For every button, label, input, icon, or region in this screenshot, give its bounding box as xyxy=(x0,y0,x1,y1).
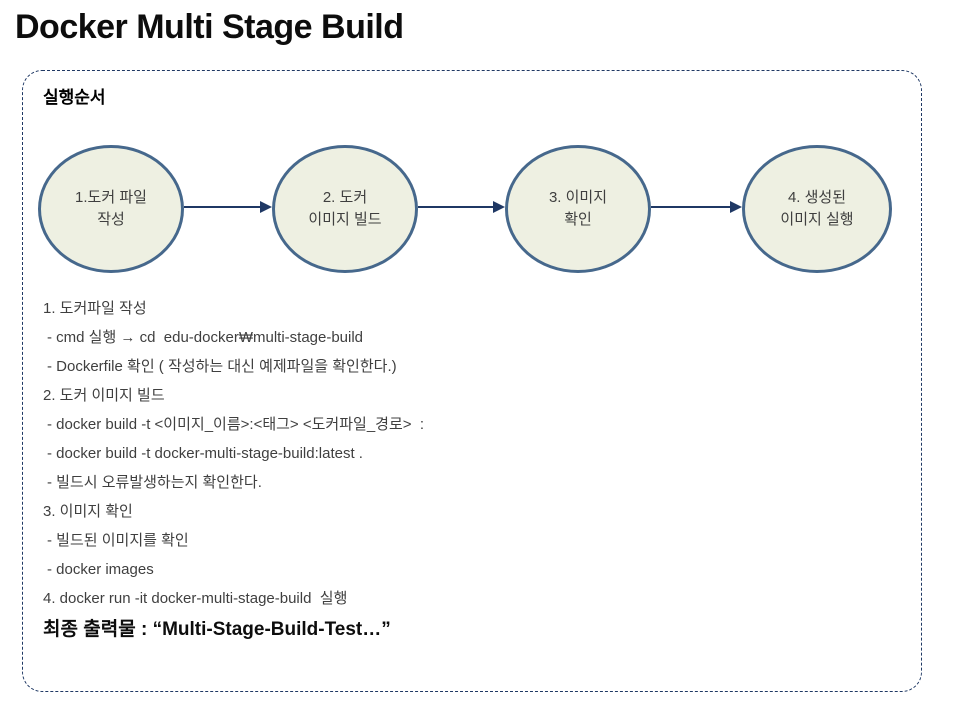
flow-step-1-label: 1.도커 파일 작성 xyxy=(75,189,147,228)
instruction-line: 2. 도커 이미지 빌드 xyxy=(43,387,165,404)
instruction-line: - cmd 실행 → cd edu-docker₩multi-stage-bui… xyxy=(47,329,364,346)
instruction-line: - 빌드시 오류발생하는지 확인한다. xyxy=(47,474,262,491)
panel-heading: 실행순서 xyxy=(43,88,106,107)
flow-step-4-label: 4. 생성된 이미지 실행 xyxy=(780,189,854,228)
flow-arrow-icon xyxy=(418,201,505,213)
instruction-line: 1. 도커파일 작성 xyxy=(43,300,147,317)
flow-step-4: 4. 생성된 이미지 실행 xyxy=(742,145,892,273)
instruction-line: - docker images xyxy=(47,561,154,578)
instruction-line: - docker build -t <이미지_이름>:<태그> <도커파일_경로… xyxy=(47,416,425,433)
instruction-line: 3. 이미지 확인 xyxy=(43,503,133,520)
flow-step-2: 2. 도커 이미지 빌드 xyxy=(272,145,418,273)
instruction-list: 1. 도커파일 작성 - cmd 실행 → cd edu-docker₩mult… xyxy=(43,294,903,645)
flow-arrow-icon xyxy=(184,201,272,213)
flow-step-2-label: 2. 도커 이미지 빌드 xyxy=(308,189,382,228)
execution-order-panel: 실행순서 1.도커 파일 작성 2. 도커 이미지 빌드 3. 이미지 확인 4… xyxy=(22,70,922,692)
instruction-line: - docker build -t docker-multi-stage-bui… xyxy=(47,445,363,462)
instruction-line: - Dockerfile 확인 ( 작성하는 대신 예제파일을 확인한다.) xyxy=(47,358,397,375)
instruction-line: - 빌드된 이미지를 확인 xyxy=(47,532,189,549)
flow-step-1: 1.도커 파일 작성 xyxy=(38,145,184,273)
page-title: Docker Multi Stage Build xyxy=(15,8,404,46)
final-output-line: 최종 출력물 : “Multi-Stage-Build-Test…” xyxy=(43,619,391,640)
instruction-line: 4. docker run -it docker-multi-stage-bui… xyxy=(43,590,348,607)
flow-diagram: 1.도커 파일 작성 2. 도커 이미지 빌드 3. 이미지 확인 4. 생성된… xyxy=(23,71,921,691)
flow-arrow-icon xyxy=(651,201,742,213)
flow-step-3: 3. 이미지 확인 xyxy=(505,145,651,273)
flow-step-3-label: 3. 이미지 확인 xyxy=(548,189,608,228)
